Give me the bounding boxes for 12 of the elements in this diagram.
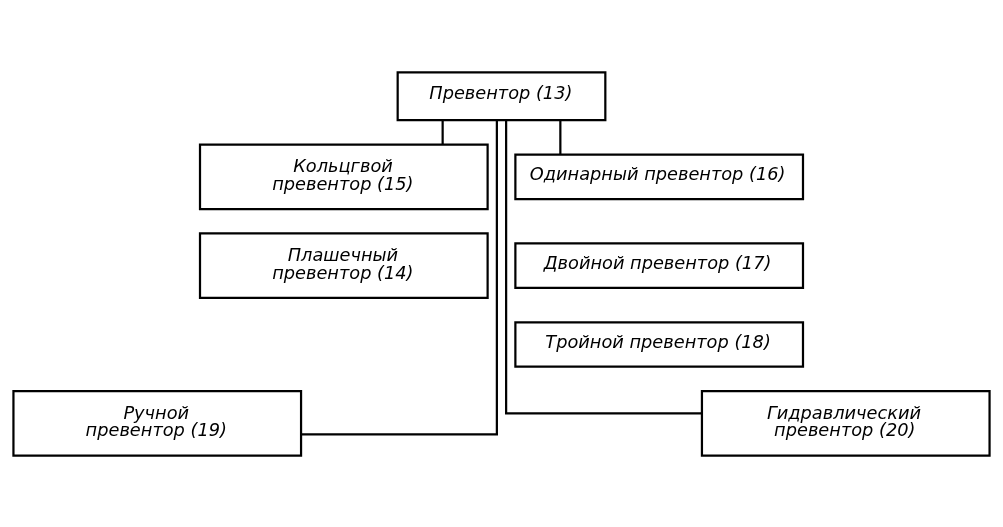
node-box: Превентор (13) <box>396 70 607 121</box>
node-box: Ручной превентор (19) <box>12 389 303 457</box>
connector <box>559 119 562 154</box>
node-box: Кольцгвой превентор (15) <box>198 143 489 210</box>
connector <box>441 119 444 144</box>
node-box: Плашечный превентор (14) <box>198 231 489 299</box>
node-box: Двойной превентор (17) <box>514 241 805 289</box>
connector <box>505 120 702 414</box>
node-box: Тройной превентор (18) <box>514 320 805 368</box>
node-box: Гидравлический превентор (20) <box>700 389 991 457</box>
connector <box>301 120 498 436</box>
node-box: Одинарный превентор (16) <box>514 153 805 200</box>
